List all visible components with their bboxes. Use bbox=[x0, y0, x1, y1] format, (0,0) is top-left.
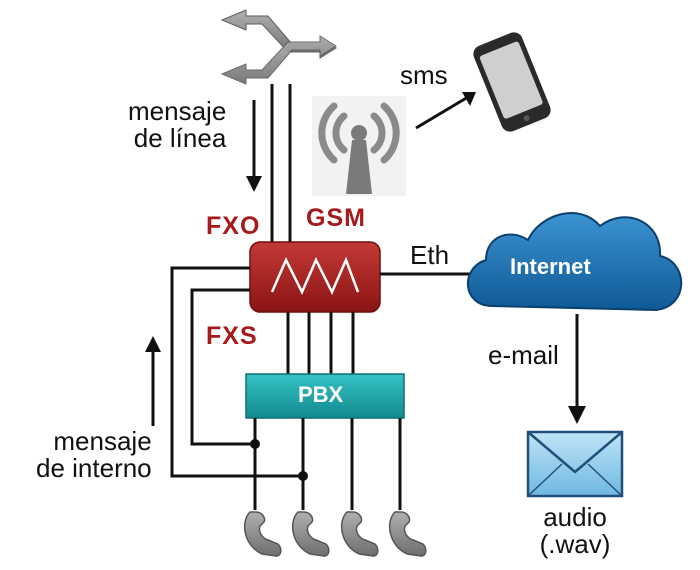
smartphone-icon bbox=[473, 32, 551, 132]
fxs-lines bbox=[286, 312, 355, 374]
label-gsm: GSM bbox=[306, 204, 366, 232]
arrow-mensaje-interno bbox=[145, 336, 161, 426]
label-eth: Eth bbox=[410, 240, 450, 270]
label-mensaje-de-interno: mensaje de interno bbox=[36, 426, 152, 483]
phone-handset-icon bbox=[243, 511, 282, 557]
junction-dot bbox=[298, 471, 308, 481]
arrow-mensaje-linea bbox=[246, 100, 262, 192]
phone-handset-icon bbox=[291, 511, 330, 557]
phone-handset-icon bbox=[388, 511, 427, 557]
phone-handset-icon bbox=[340, 511, 379, 557]
label-email: e-mail bbox=[488, 340, 559, 370]
label-fxs: FXS bbox=[206, 322, 258, 350]
label-internet: Internet bbox=[510, 254, 591, 279]
antenna-icon bbox=[312, 96, 406, 196]
label-fxo: FXO bbox=[206, 212, 261, 240]
label-mensaje-de-linea: mensaje de línea bbox=[128, 96, 227, 153]
label-audio-wav: audio (.wav) bbox=[539, 502, 611, 559]
junction-dot bbox=[250, 439, 260, 449]
mw-box bbox=[249, 241, 381, 313]
envelope-icon bbox=[526, 430, 624, 498]
line-connection bbox=[270, 84, 292, 244]
pbx-phone-lines bbox=[253, 418, 402, 510]
arrow-email bbox=[568, 314, 586, 424]
pbx-box bbox=[245, 373, 405, 419]
label-sms: sms bbox=[400, 60, 448, 90]
arrow-sms bbox=[415, 92, 476, 130]
network-switch-icon bbox=[220, 9, 337, 85]
cloud-icon bbox=[467, 212, 683, 312]
label-pbx: PBX bbox=[298, 382, 344, 407]
